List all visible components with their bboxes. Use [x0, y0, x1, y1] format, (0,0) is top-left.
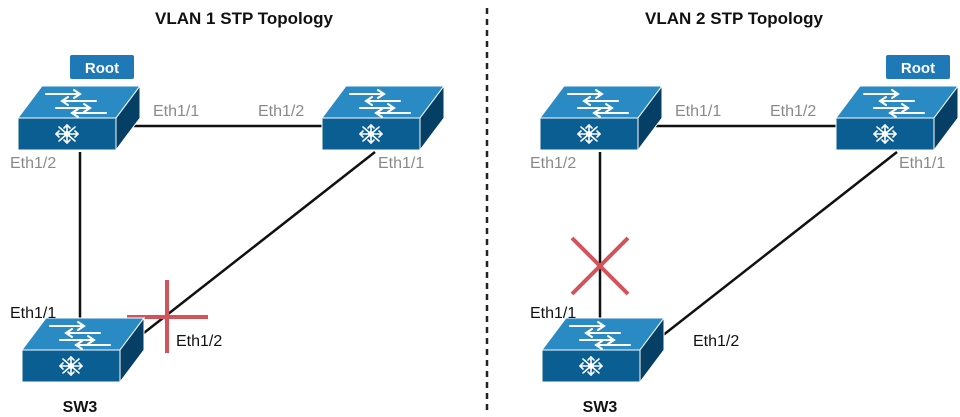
port-label: Eth1/2 — [693, 333, 739, 350]
root-badge: Root — [886, 55, 950, 79]
port-label: Eth1/1 — [530, 305, 576, 322]
port-label: Eth1/2 — [770, 103, 816, 120]
left-panel-title: VLAN 1 STP Topology — [155, 9, 333, 28]
root-badge: Root — [70, 55, 134, 79]
left-link-diagonal — [139, 151, 376, 337]
switch-icon — [541, 317, 665, 383]
port-label: Eth1/1 — [899, 155, 945, 172]
port-label: Eth1/2 — [176, 333, 222, 350]
port-label: Eth1/1 — [378, 155, 424, 172]
right-panel-title: VLAN 2 STP Topology — [645, 9, 823, 28]
port-label: Eth1/1 — [153, 103, 199, 120]
right-link-diagonal — [661, 151, 898, 337]
svg-text:Root: Root — [85, 60, 119, 77]
switch-name-sw3: SW3 — [63, 399, 98, 416]
port-label: Eth1/1 — [10, 305, 56, 322]
port-label: Eth1/2 — [530, 155, 576, 172]
switch-icon — [835, 85, 959, 151]
port-label: Eth1/2 — [258, 103, 304, 120]
blocked-port-icon — [127, 280, 208, 353]
port-label: Eth1/2 — [10, 155, 56, 172]
switch-name-sw3: SW3 — [583, 399, 618, 416]
switch-icon — [17, 85, 141, 151]
switch-icon — [321, 85, 445, 151]
switch-icon — [539, 85, 663, 151]
switch-icon — [21, 317, 145, 383]
blocked-port-icon — [570, 236, 630, 296]
port-label: Eth1/1 — [675, 103, 721, 120]
svg-text:Root: Root — [901, 60, 935, 77]
